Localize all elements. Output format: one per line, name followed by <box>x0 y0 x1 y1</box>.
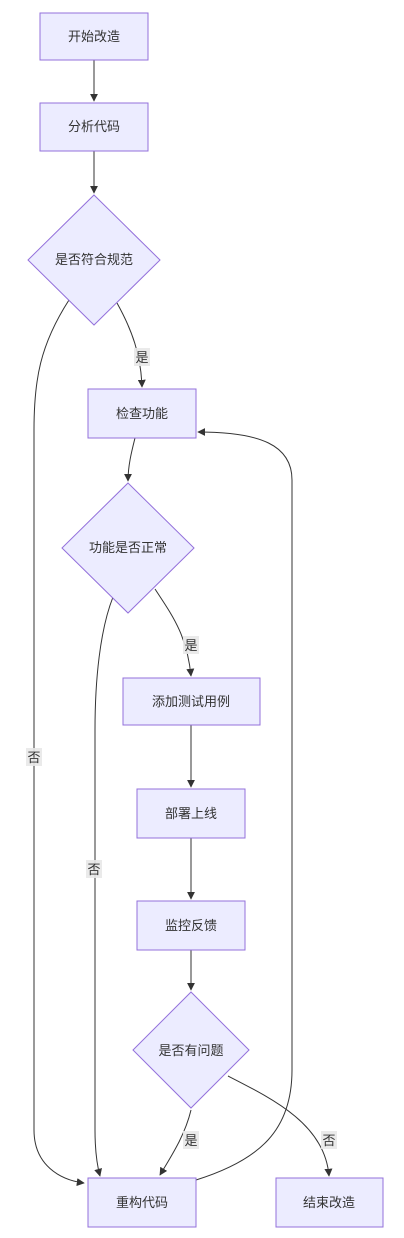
edge-label-issues-no: 否 <box>322 1134 335 1149</box>
edge-working-to-refactor <box>94 596 114 1177</box>
nodes: 开始改造 分析代码 是否符合规范 检查功能 功能是否正常 添加测试用例 <box>27 12 384 1228</box>
node-issues-label: 是否有问题 <box>158 1044 223 1059</box>
edge-label-compliant-yes: 是 <box>135 351 148 366</box>
node-end-label: 结束改造 <box>303 1196 355 1211</box>
edge-label-issues-yes: 是 <box>184 1134 197 1149</box>
edge-refactor-to-check <box>195 428 293 1181</box>
node-check-label: 检查功能 <box>116 407 168 422</box>
node-end[interactable]: 结束改造 <box>275 1177 384 1228</box>
edge-check-to-working <box>124 437 136 482</box>
edge-working-to-tests <box>154 588 195 677</box>
node-analyze-label: 分析代码 <box>68 120 120 135</box>
node-working[interactable]: 功能是否正常 <box>61 482 195 614</box>
node-deploy-label: 部署上线 <box>165 807 217 822</box>
node-refactor[interactable]: 重构代码 <box>87 1177 197 1228</box>
node-refactor-label: 重构代码 <box>116 1195 168 1211</box>
node-working-label: 功能是否正常 <box>89 541 167 556</box>
edge-label-working-yes: 是 <box>184 639 197 654</box>
edge-compliant-to-check <box>116 302 146 388</box>
node-start-label: 开始改造 <box>68 30 120 45</box>
node-analyze[interactable]: 分析代码 <box>39 102 149 152</box>
node-issues[interactable]: 是否有问题 <box>132 991 250 1109</box>
edge-compliant-to-refactor <box>33 299 85 1187</box>
node-start[interactable]: 开始改造 <box>39 12 149 61</box>
edge-issues-to-end <box>227 1075 333 1177</box>
node-compliant[interactable]: 是否符合规范 <box>27 194 161 326</box>
node-monitor-label: 监控反馈 <box>165 919 217 934</box>
node-tests[interactable]: 添加测试用例 <box>122 677 261 726</box>
edge-issues-to-refactor <box>159 1109 192 1176</box>
node-deploy[interactable]: 部署上线 <box>136 788 246 839</box>
edge-labels: 是 否 是 否 是 否 <box>26 348 337 1149</box>
edges <box>33 60 333 1187</box>
edge-label-compliant-no: 否 <box>27 751 40 766</box>
node-check[interactable]: 检查功能 <box>87 388 197 439</box>
edge-label-working-no: 否 <box>87 863 100 878</box>
node-compliant-label: 是否符合规范 <box>55 252 133 268</box>
node-monitor[interactable]: 监控反馈 <box>136 900 246 951</box>
node-tests-label: 添加测试用例 <box>152 695 230 710</box>
